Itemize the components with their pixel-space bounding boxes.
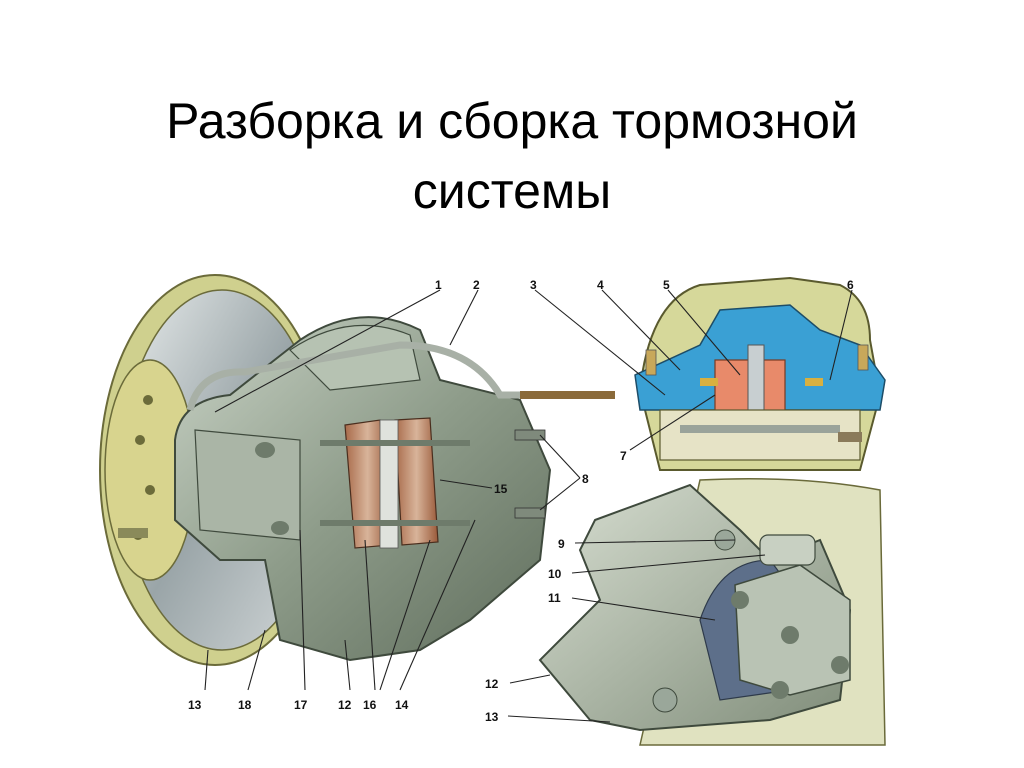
title-line-2: системы (412, 162, 612, 219)
callout-3: 3 (530, 278, 537, 292)
callout-17: 17 (294, 698, 308, 712)
callout-14: 14 (395, 698, 409, 712)
callout-7: 7 (620, 449, 627, 463)
callout-15: 15 (494, 482, 508, 496)
slide-title: Разборка и сборка тормозной системы (60, 86, 964, 226)
callout-8: 8 (582, 472, 589, 486)
steering-knuckle (538, 478, 886, 746)
callout-2: 2 (473, 278, 480, 292)
caliper-cross-section (634, 276, 886, 471)
callout-1: 1 (435, 278, 442, 292)
callout-18: 18 (238, 698, 252, 712)
callout-13-right: 13 (485, 710, 499, 724)
callout-6: 6 (847, 278, 854, 292)
callout-10: 10 (548, 567, 562, 581)
callout-labels: 1 2 3 4 5 6 7 8 15 9 10 11 12 13 13 18 1… (188, 278, 854, 724)
callout-12-right: 12 (485, 677, 499, 691)
callout-13: 13 (188, 698, 202, 712)
leader-lines (204, 289, 853, 723)
title-line-1: Разборка и сборка тормозной (166, 92, 858, 149)
callout-12: 12 (338, 698, 352, 712)
callout-4: 4 (597, 278, 604, 292)
callout-16: 16 (363, 698, 377, 712)
callout-9: 9 (558, 537, 565, 551)
callout-5: 5 (663, 278, 670, 292)
brake-caliper (174, 316, 615, 662)
callout-11: 11 (548, 591, 561, 605)
